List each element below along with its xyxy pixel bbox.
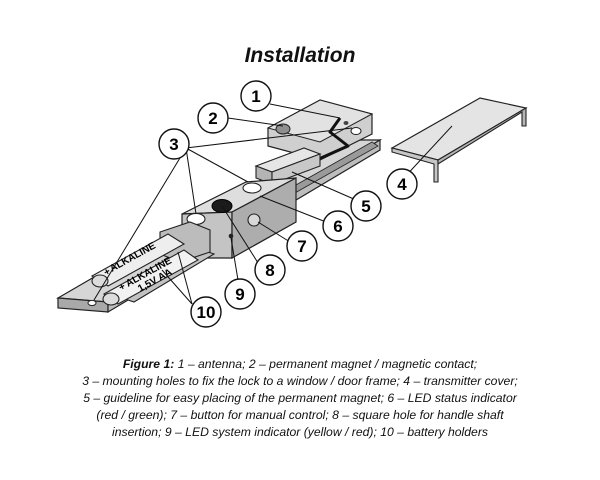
callout-2: 2: [197, 102, 229, 134]
caption-line-1-text: 1 – antenna; 2 – permanent magnet / magn…: [177, 357, 478, 371]
figure-caption: Figure 1: 1 – antenna; 2 – permanent mag…: [30, 356, 570, 441]
caption-line-2: 3 – mounting holes to fix the lock to a …: [82, 374, 518, 388]
callout-1: 1: [240, 80, 272, 112]
svg-text:8: 8: [265, 261, 274, 280]
magnet-hole: [275, 123, 291, 135]
callout-3: 3: [158, 128, 190, 160]
mounting-hole-back: [350, 127, 362, 135]
battery-front-plus: +: [117, 281, 128, 294]
caption-line-4: (red / green); 7 – button for manual con…: [96, 408, 504, 422]
callout-9: 9: [224, 278, 256, 310]
led-system-indicator: [228, 233, 234, 239]
callout-10: 10: [190, 296, 222, 328]
mounting-hole-middle: [242, 182, 262, 194]
caption-line-3: 5 – guideline for easy placing of the pe…: [83, 391, 517, 405]
transmitter-cover: [390, 97, 528, 183]
caption-prefix: Figure 1:: [122, 357, 175, 371]
svg-text:1: 1: [251, 87, 260, 106]
svg-text:6: 6: [333, 217, 342, 236]
svg-text:9: 9: [235, 285, 244, 304]
caption-line-1: Figure 1: 1 – antenna; 2 – permanent mag…: [30, 356, 570, 373]
diagram-title: Installation: [244, 44, 356, 67]
svg-text:3: 3: [169, 135, 178, 154]
svg-text:4: 4: [397, 175, 407, 194]
svg-text:7: 7: [297, 237, 306, 256]
manual-control-button: [247, 213, 261, 227]
svg-text:2: 2: [208, 109, 217, 128]
callout-5: 5: [350, 190, 382, 222]
callout-7: 7: [286, 230, 318, 262]
antenna: [311, 117, 350, 164]
callout-8: 8: [254, 254, 286, 286]
svg-text:5: 5: [361, 197, 370, 216]
caption-line-5: insertion; 9 – LED system indicator (yel…: [112, 425, 488, 439]
callout-4: 4: [386, 168, 418, 200]
guide-block: [254, 147, 322, 185]
callout-6: 6: [322, 210, 354, 242]
plate-mounting-hole: [87, 299, 97, 307]
svg-text:10: 10: [197, 303, 216, 322]
battery-back-plus: +: [102, 266, 113, 279]
